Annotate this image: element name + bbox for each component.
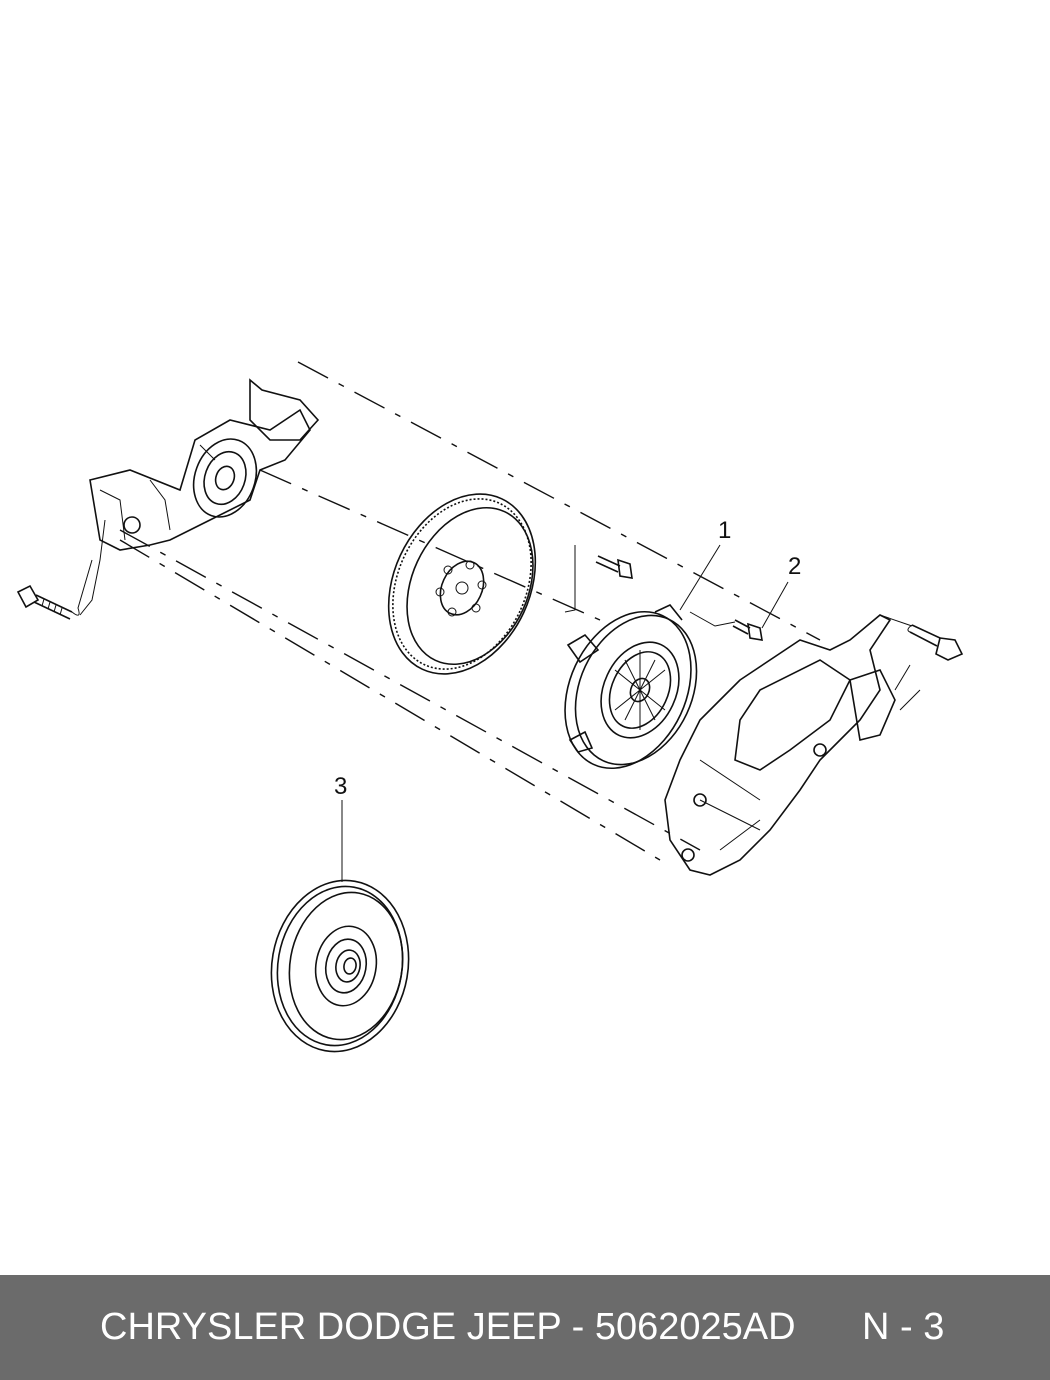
exploded-parts-diagram: 1 2 3 — [16, 361, 964, 1053]
housing-bolt — [879, 614, 964, 661]
flywheel — [387, 493, 537, 675]
alignment-centerlines — [119, 361, 821, 861]
callout-leaders — [341, 544, 789, 882]
transmission-bell-housing — [664, 614, 921, 876]
flywheel-bolt — [564, 545, 633, 613]
engine-block-rear — [79, 378, 320, 616]
torque-converter — [270, 879, 410, 1053]
left-bolt — [16, 559, 93, 620]
callout-3: 3 — [334, 773, 347, 800]
clutch-pressure-plate — [564, 604, 698, 770]
callout-2: 2 — [788, 553, 801, 580]
page-reference: N - 3 — [862, 1306, 945, 1348]
pressure-plate-bolt — [689, 611, 763, 641]
part-number-caption: CHRYSLER DODGE JEEP - 5062025AD — [100, 1306, 796, 1348]
footer-caption-bar: CHRYSLER DODGE JEEP - 5062025AD N - 3 — [0, 1275, 1050, 1380]
callout-1: 1 — [718, 517, 731, 544]
